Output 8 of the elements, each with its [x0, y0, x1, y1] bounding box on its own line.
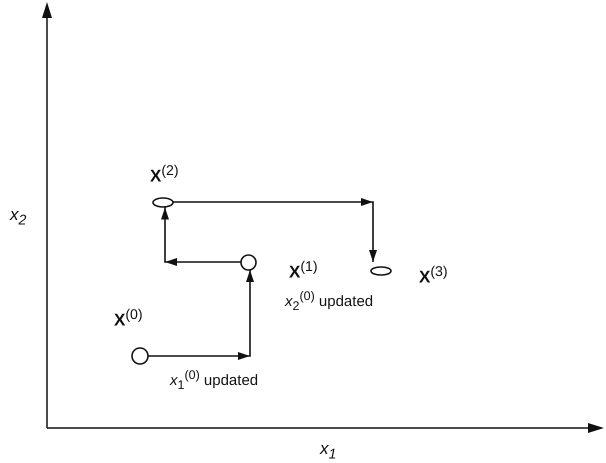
annotation: x$_{1}$$^{(0)}$ updated — [170, 369, 258, 392]
annotation: x$_{2}$$^{(0)}$ updated — [285, 290, 374, 312]
axis-label: x$_{1}$ — [320, 440, 336, 462]
point-label: X$^{(3)}$ — [419, 265, 448, 286]
point-label: X$^{(1)}$ — [289, 260, 318, 281]
point-label: X$^{(2)}$ — [150, 164, 179, 185]
axis-label: x$_{2}$ — [10, 206, 26, 228]
point-label: X$^{(0)}$ — [114, 308, 143, 329]
